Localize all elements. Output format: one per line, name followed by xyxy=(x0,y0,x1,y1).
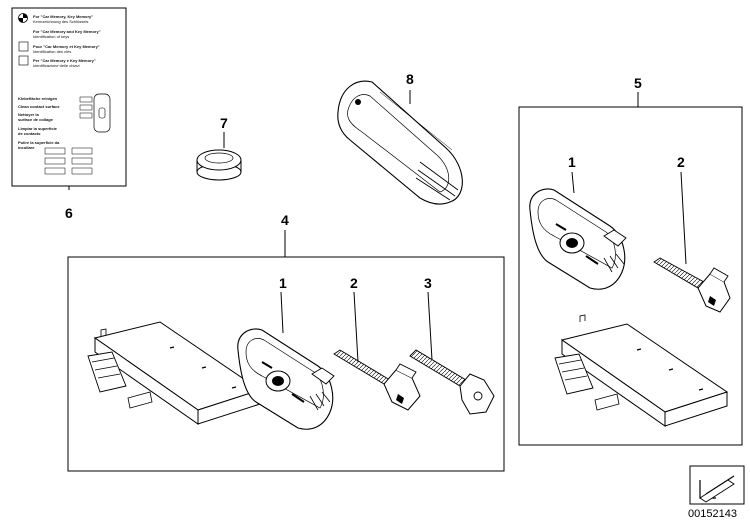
card-text-line: Pour "Car Memory et Key Memory" xyxy=(33,44,100,49)
card-text-line: Pulire la superficie da xyxy=(18,140,60,145)
card-text-line: Identificazione delle chiavi xyxy=(33,63,80,68)
emergency-key-2-group5 xyxy=(653,257,731,313)
coin-battery xyxy=(196,149,242,181)
control-module-left xyxy=(87,321,262,425)
card-text-line: Identification des clés xyxy=(33,49,72,54)
card-text-line: Clean contact surface xyxy=(18,104,60,109)
card-text-line: Limpiar la superficie xyxy=(18,126,57,131)
card-text-line: For "Car Memory and Key Memory" xyxy=(33,29,101,34)
card-text-line: Klebefläche reinigen xyxy=(18,96,58,101)
card-text-line: Nettoyer la xyxy=(18,112,39,117)
callout-1-group5: 1 xyxy=(568,154,576,170)
card-text-line: Identification of keys xyxy=(33,34,70,39)
callout-8: 8 xyxy=(406,71,414,87)
callout-1: 1 xyxy=(279,275,287,291)
card-text-line: Per "Car Memory e Key Memory" xyxy=(33,58,96,63)
card-text-line: surface de collage xyxy=(18,117,53,122)
remote-housing xyxy=(337,80,463,205)
callout-7: 7 xyxy=(220,115,228,131)
leader-lines xyxy=(68,90,687,363)
card-text-line: Kennzeichnung des Schlüssels xyxy=(33,19,89,24)
key-fob-1 xyxy=(237,328,335,430)
callout-4: 4 xyxy=(281,212,289,228)
callout-2-group5: 2 xyxy=(677,154,685,170)
catalog-number: 00152143 xyxy=(688,508,737,520)
card-text-line: For "Car Memory, Key Memory" xyxy=(33,14,94,19)
instruction-card xyxy=(11,7,127,187)
control-module-right xyxy=(554,314,729,427)
key-fob-1-group5 xyxy=(529,188,627,290)
group-5-frame xyxy=(518,106,743,446)
emergency-key-2 xyxy=(333,349,421,411)
return-arrow-icon[interactable] xyxy=(689,465,745,505)
card-text-line: de contacto xyxy=(18,131,41,136)
callout-3: 3 xyxy=(424,275,432,291)
callout-2: 2 xyxy=(350,275,358,291)
group-4-frame xyxy=(67,256,505,472)
card-text-line: incollare xyxy=(18,145,35,150)
mechanical-key-3 xyxy=(409,349,495,415)
callout-5: 5 xyxy=(634,75,642,91)
callout-6: 6 xyxy=(65,205,73,221)
